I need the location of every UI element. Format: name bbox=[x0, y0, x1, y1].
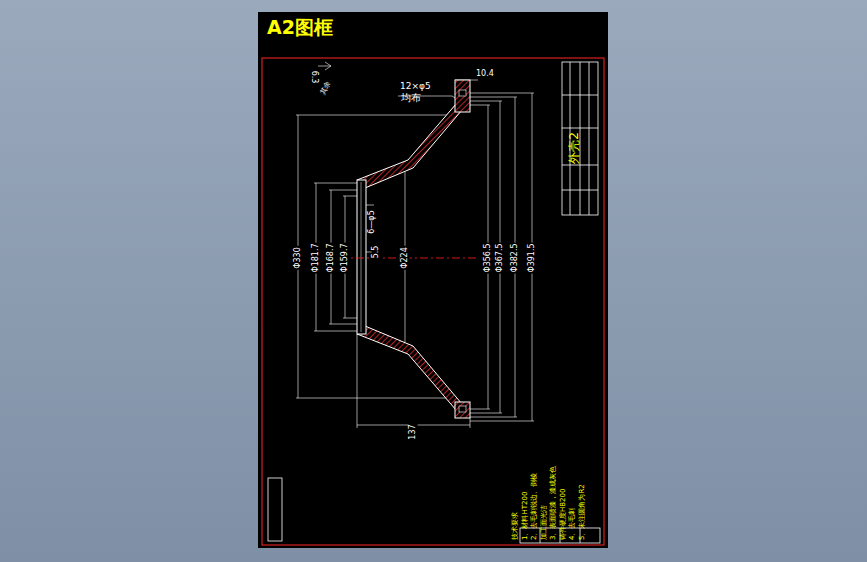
roughness-value: 6.3 bbox=[310, 71, 319, 84]
sheet-ground bbox=[258, 12, 608, 548]
dimension-text: Φ181.7 bbox=[312, 242, 321, 273]
requirement-text: 5、未注圆角为R2 bbox=[579, 484, 587, 540]
note-text: 12×φ5 bbox=[400, 82, 431, 92]
frame-border bbox=[262, 58, 604, 545]
note-text: 均布 bbox=[401, 92, 421, 103]
dimension-lines bbox=[296, 62, 534, 428]
requirement-text: 1、材料HT200 bbox=[522, 492, 530, 540]
dimension-text: Φ330 bbox=[294, 246, 303, 270]
dimension-text: Φ159.7 bbox=[341, 242, 350, 273]
dimension-text: Φ391.5 bbox=[528, 242, 537, 273]
part-name: 外壳2 bbox=[568, 132, 581, 164]
roughness-note: 其余 bbox=[319, 80, 333, 96]
part-section bbox=[340, 80, 478, 418]
dimension-text: 10.4 bbox=[476, 70, 494, 79]
requirement-text: 技术要求 bbox=[512, 512, 520, 540]
sheet-title: A2图框 bbox=[267, 17, 333, 38]
requirement-text: 3、表面喷漆，漆成灰色 bbox=[550, 466, 558, 540]
title-block bbox=[268, 62, 600, 543]
dimension-text: Φ367.5 bbox=[496, 242, 505, 273]
dimension-text: Φ168.7 bbox=[327, 242, 336, 273]
requirement-text: 2、去毛刺锐边、倒棱 bbox=[531, 473, 539, 540]
dimension-text: Φ356.5 bbox=[484, 242, 493, 273]
dimension-text: Φ382.5 bbox=[511, 242, 520, 273]
dimension-text: 5.5 bbox=[372, 245, 381, 260]
requirement-text: 加工面光洁 bbox=[541, 505, 549, 540]
dimension-text: 6—φ5 bbox=[368, 210, 377, 233]
dimension-text: 137 bbox=[409, 423, 418, 440]
requirement-text: 4、去毛刺 bbox=[569, 508, 577, 540]
requirement-text: 铸件硬度HB200 bbox=[560, 489, 568, 540]
dimension-text: Φ224 bbox=[401, 246, 410, 270]
